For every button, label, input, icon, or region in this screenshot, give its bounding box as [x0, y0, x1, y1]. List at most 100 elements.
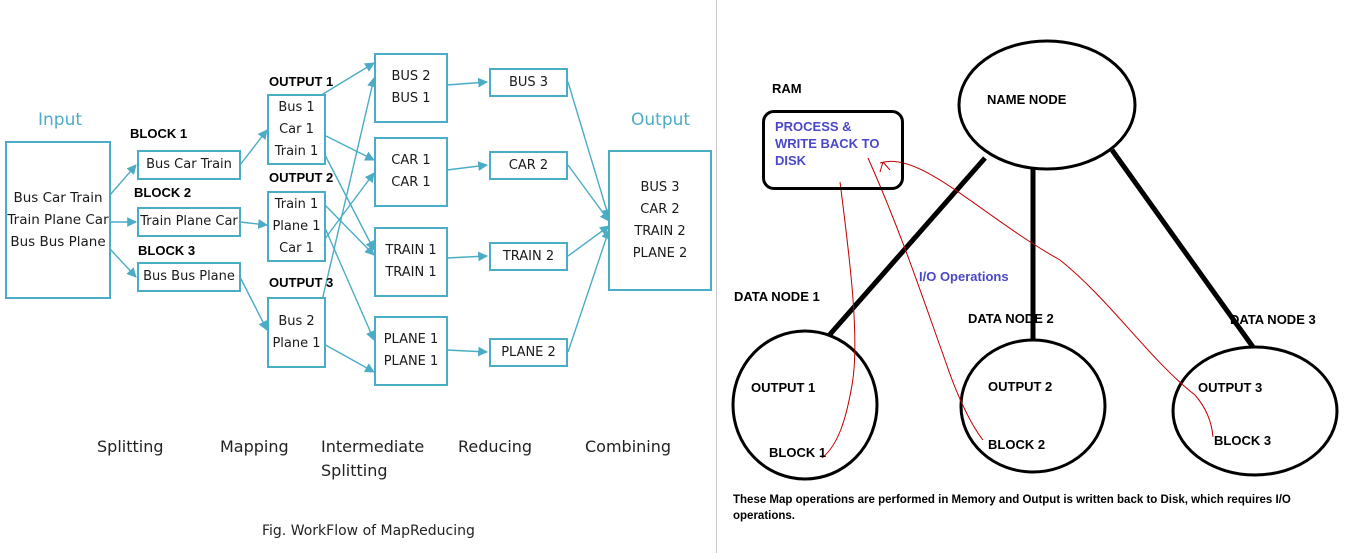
arrow-red-plane [567, 229, 611, 353]
mapping-line: Bus 1 [278, 99, 315, 115]
reduce-text: BUS 3 [508, 74, 549, 90]
input-line: Bus Bus Plane [10, 234, 106, 250]
output-label: OUTPUT 3 [269, 275, 334, 290]
arrow-o3-plane [321, 342, 375, 373]
arrow-int-train [446, 251, 488, 262]
intermediate-box: PLANE 1 PLANE 1 [374, 316, 448, 386]
reduce-text: PLANE 2 [501, 344, 556, 360]
final-line: CAR 2 [640, 201, 680, 217]
arrow-input-block3 [109, 248, 137, 278]
arrow-int-plane [446, 346, 488, 357]
input-line: Bus Car Train [13, 190, 103, 206]
input-line: Train Plane Car [7, 212, 109, 228]
data-node-2-block: BLOCK 2 [988, 437, 1046, 452]
stage-mapping: Mapping [220, 437, 289, 456]
arrow-input-block1 [109, 164, 137, 196]
data-node-1-block: BLOCK 1 [769, 445, 827, 460]
block-label: BLOCK 2 [134, 185, 192, 200]
intermediate-line: CAR 1 [391, 153, 431, 168]
output-title: Output [631, 110, 691, 130]
data-node-3-block: BLOCK 3 [1214, 433, 1272, 448]
final-line: PLANE 2 [632, 245, 688, 261]
ram-box-line: DISK [775, 153, 807, 168]
reduce-box: PLANE 2 [489, 338, 568, 367]
mapping-line: Train 1 [274, 196, 319, 212]
mapping-line: Bus 2 [278, 313, 315, 329]
output-label: OUTPUT 1 [269, 74, 334, 89]
arrow-int-bus [446, 77, 488, 88]
arrow-block3-output3 [239, 276, 268, 331]
arrow-o3-bus [317, 77, 377, 319]
intermediate-box: CAR 1 CAR 1 [374, 137, 448, 207]
io-operations-label: I/O Operations [919, 269, 1009, 284]
input-box: Bus Car Train Train Plane Car Bus Bus Pl… [5, 141, 111, 299]
final-output-box: BUS 3 CAR 2 TRAIN 2 PLANE 2 [608, 150, 712, 291]
data-node-3-output: OUTPUT 3 [1198, 380, 1263, 395]
intermediate-line: BUS 1 [391, 91, 431, 106]
mapping-box: Bus 2 Plane 1 [267, 297, 326, 368]
block-label: BLOCK 3 [138, 243, 196, 258]
edge-name-data3 [1109, 148, 1261, 356]
reduce-box: TRAIN 2 [489, 242, 568, 271]
io-line-3 [879, 160, 1214, 438]
intermediate-line: PLANE 1 [383, 332, 439, 347]
mapping-box: Bus 1 Car 1 Train 1 [267, 94, 326, 165]
mapping-line: Plane 1 [272, 335, 321, 351]
intermediate-line: BUS 2 [391, 69, 431, 84]
block-text: Train Plane Car [140, 214, 238, 229]
intermediate-box: BUS 2 BUS 1 [374, 53, 448, 123]
mapping-line: Train 1 [274, 143, 319, 159]
mapping-line: Car 1 [279, 121, 314, 137]
intermediate-line: TRAIN 1 [385, 243, 437, 258]
io-arrowhead [879, 161, 891, 173]
reduce-box: BUS 3 [489, 68, 568, 97]
arrow-block1-output1 [239, 129, 268, 166]
block-label: BLOCK 1 [130, 126, 188, 141]
name-node-label: NAME NODE [987, 92, 1067, 107]
name-node-circle [957, 39, 1137, 171]
intermediate-line: TRAIN 1 [385, 265, 437, 280]
final-line: BUS 3 [640, 179, 680, 195]
arrow-o2-plane [324, 227, 375, 341]
data-node-3-label: DATA NODE 3 [1230, 312, 1316, 327]
arrow-block2-output2 [239, 219, 268, 229]
io-line-2 [867, 157, 984, 441]
arrow-o2-train [324, 204, 375, 256]
stage-line: Splitting [321, 461, 388, 480]
intermediate-line: PLANE 1 [383, 354, 439, 369]
block-text: Bus Car Train [146, 157, 232, 172]
block-box: Train Plane Car [137, 207, 241, 237]
mapping-line: Plane 1 [272, 218, 321, 234]
block-text: Bus Bus Plane [143, 269, 235, 284]
mapping-box: Train 1 Plane 1 Car 1 [267, 191, 326, 262]
ram-box-line: PROCESS & [775, 119, 852, 134]
ram-label: RAM [772, 81, 802, 96]
data-node-2-output: OUTPUT 2 [988, 379, 1053, 394]
arrow-int-car [446, 161, 488, 171]
reduce-box: CAR 2 [489, 151, 568, 180]
intermediate-box: TRAIN 1 TRAIN 1 [374, 227, 448, 297]
data-node-2-circle [959, 338, 1107, 474]
block-box: Bus Bus Plane [137, 262, 241, 292]
stage-intermediate-splitting: Intermediate Splitting [321, 435, 424, 483]
panel-divider [716, 0, 717, 553]
data-node-3-circle [1171, 345, 1339, 477]
io-line-1 [821, 181, 856, 459]
arrow-o1-train [324, 154, 375, 251]
reduce-text: CAR 2 [508, 157, 549, 173]
output-label: OUTPUT 2 [269, 170, 334, 185]
stage-line: Intermediate [321, 437, 425, 456]
stage-reducing: Reducing [458, 437, 533, 456]
data-node-2-label: DATA NODE 2 [968, 311, 1054, 326]
ram-box: PROCESS & WRITE BACK TO DISK [762, 110, 904, 190]
final-line: TRAIN 2 [634, 223, 686, 239]
data-node-1-circle [731, 329, 879, 481]
data-node-1-label: DATA NODE 1 [734, 289, 820, 304]
footnote: These Map operations are performed in Me… [733, 494, 1291, 522]
mapping-line: Car 1 [279, 240, 314, 256]
intermediate-line: CAR 1 [391, 175, 431, 190]
stage-combining: Combining [585, 437, 672, 456]
arrow-red-car [567, 164, 610, 222]
arrow-o2-car [317, 172, 375, 249]
